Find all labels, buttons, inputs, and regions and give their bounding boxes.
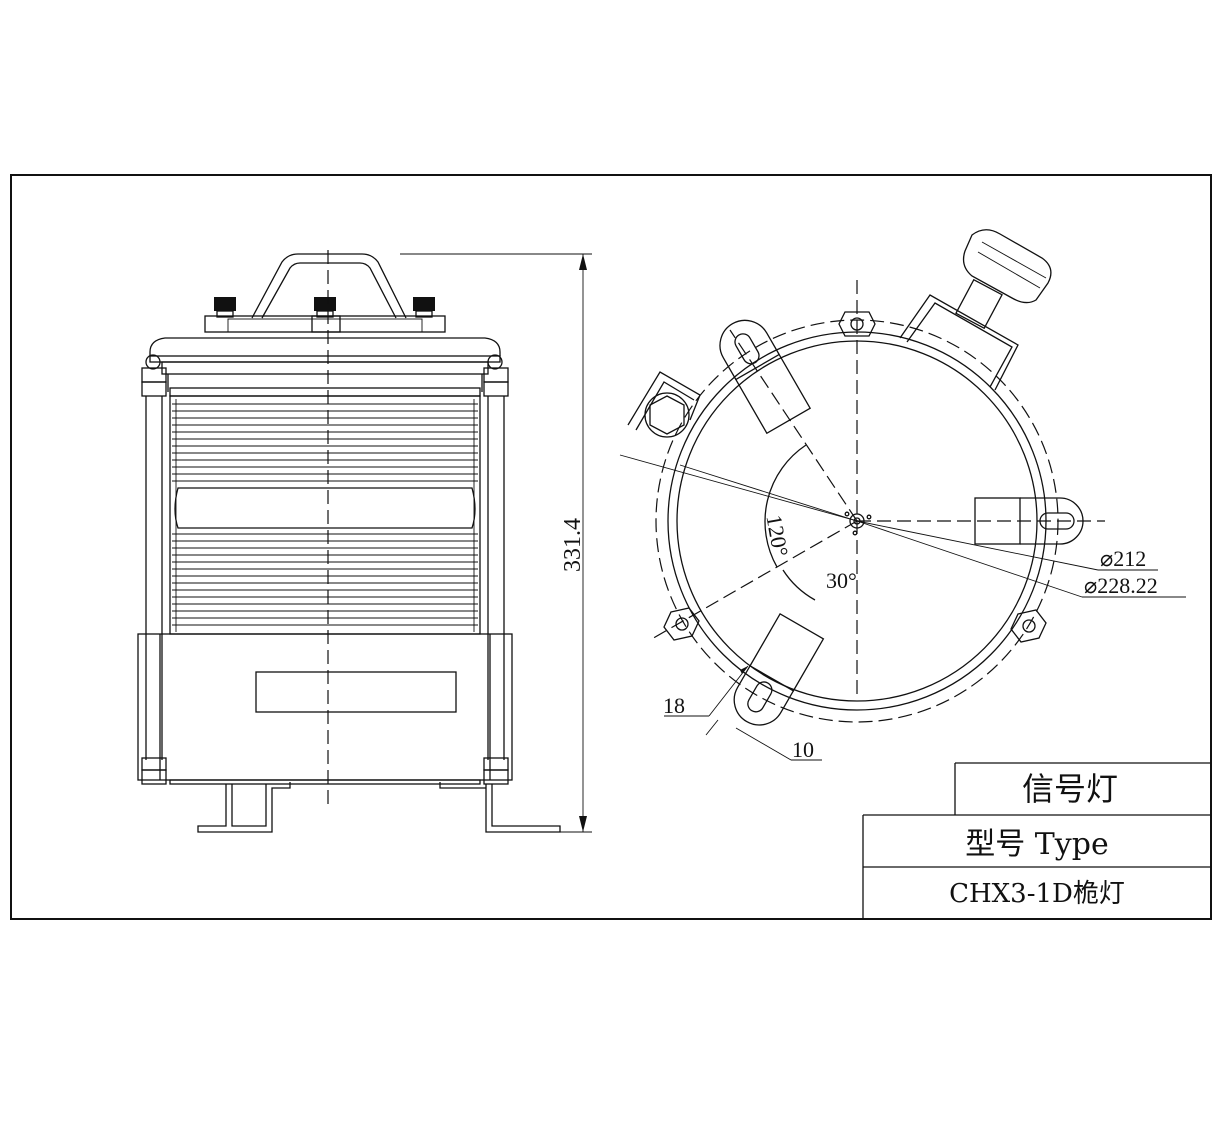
title-name: 信号灯 bbox=[1022, 770, 1118, 808]
mount-bracket-right bbox=[485, 784, 561, 833]
clamp-knob bbox=[899, 229, 1052, 391]
boss-lower-left bbox=[663, 607, 700, 641]
boss-top bbox=[838, 311, 876, 337]
diameter-212-label: ⌀212 bbox=[1100, 546, 1146, 571]
angle-label-30: 30° bbox=[826, 568, 857, 593]
top-screw-middle bbox=[314, 297, 336, 311]
lug-lower bbox=[733, 612, 825, 726]
nameplate bbox=[255, 671, 457, 713]
top-screw-left bbox=[214, 297, 236, 311]
slot-dimension-10: 10 bbox=[792, 737, 814, 762]
title-block: 信号灯 型号 Type CHX3-1D桅灯 bbox=[862, 762, 1211, 919]
title-type-label: 型号 Type bbox=[965, 827, 1108, 862]
title-model: CHX3-1D桅灯 bbox=[949, 879, 1125, 909]
diameter-228-label: ⌀228.22 bbox=[1084, 573, 1158, 598]
angle-label-120: 120° bbox=[761, 513, 793, 559]
cable-gland bbox=[627, 371, 701, 438]
mount-bracket-left bbox=[197, 782, 291, 833]
top-cap bbox=[149, 337, 501, 356]
height-dimension-label: 331.4 bbox=[560, 518, 586, 572]
top-screw-right bbox=[413, 297, 435, 311]
nut-bottom-left bbox=[141, 769, 167, 785]
boss-lower-right bbox=[1010, 609, 1047, 643]
lug-right bbox=[974, 497, 1084, 545]
top-lid bbox=[204, 315, 446, 333]
top-view: 120° 30° ⌀212 ⌀228.22 bbox=[619, 229, 1186, 762]
lug-upper-left bbox=[719, 319, 812, 435]
slot-dimension-18: 18 bbox=[663, 693, 685, 718]
carry-handle bbox=[251, 253, 407, 319]
side-view: 331.4 bbox=[137, 250, 592, 833]
drawing-frame bbox=[10, 174, 1212, 920]
angle-arc-120 bbox=[764, 444, 807, 568]
nut-bottom-right bbox=[483, 769, 509, 785]
